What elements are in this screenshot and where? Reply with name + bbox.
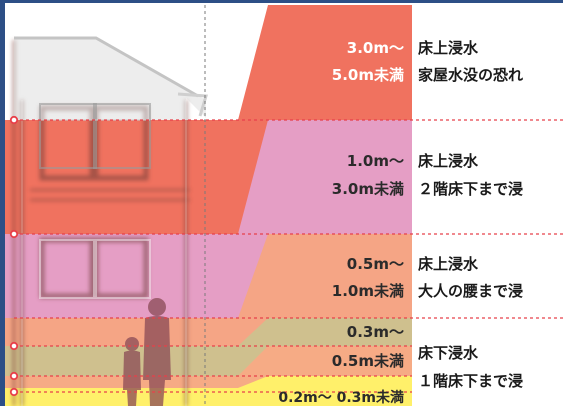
level-2-description: ２階床下まで浸 xyxy=(418,180,523,198)
level-4-description: １階床下まで浸 xyxy=(418,372,523,390)
boundary-markers xyxy=(9,115,19,397)
level-1-description: 家屋水没の恐れ xyxy=(418,66,523,84)
top-frame-border xyxy=(0,0,563,3)
level-2-status: 床上浸水 xyxy=(418,152,479,170)
level-1-range-top: 3.0m〜 xyxy=(347,39,404,57)
house-icon xyxy=(12,36,208,406)
level-4-range-top: 0.3m〜 xyxy=(347,323,404,341)
level-3-description: 大人の腰まで浸 xyxy=(418,282,523,300)
band-level-6 xyxy=(0,376,412,406)
adult-figure-icon xyxy=(143,298,171,406)
level-1-status: 床上浸水 xyxy=(418,39,479,57)
boundary-lines xyxy=(14,119,563,393)
level-3-status: 床上浸水 xyxy=(418,255,479,273)
left-frame-border xyxy=(0,0,5,406)
level-2-range-bottom: 3.0m未満 xyxy=(332,180,404,198)
level-3-range-bottom: 1.0m未満 xyxy=(332,282,404,300)
level-4-range-bottom: 0.5m未満 xyxy=(332,352,404,370)
level-3-range-top: 0.5m〜 xyxy=(347,255,404,273)
level-1-range-bottom: 5.0m未満 xyxy=(332,66,404,84)
level-2-range-top: 1.0m〜 xyxy=(347,152,404,170)
level-4-status: 床下浸水 xyxy=(418,344,479,362)
level-5-range: 0.2m〜 0.3m未満 xyxy=(278,389,404,406)
